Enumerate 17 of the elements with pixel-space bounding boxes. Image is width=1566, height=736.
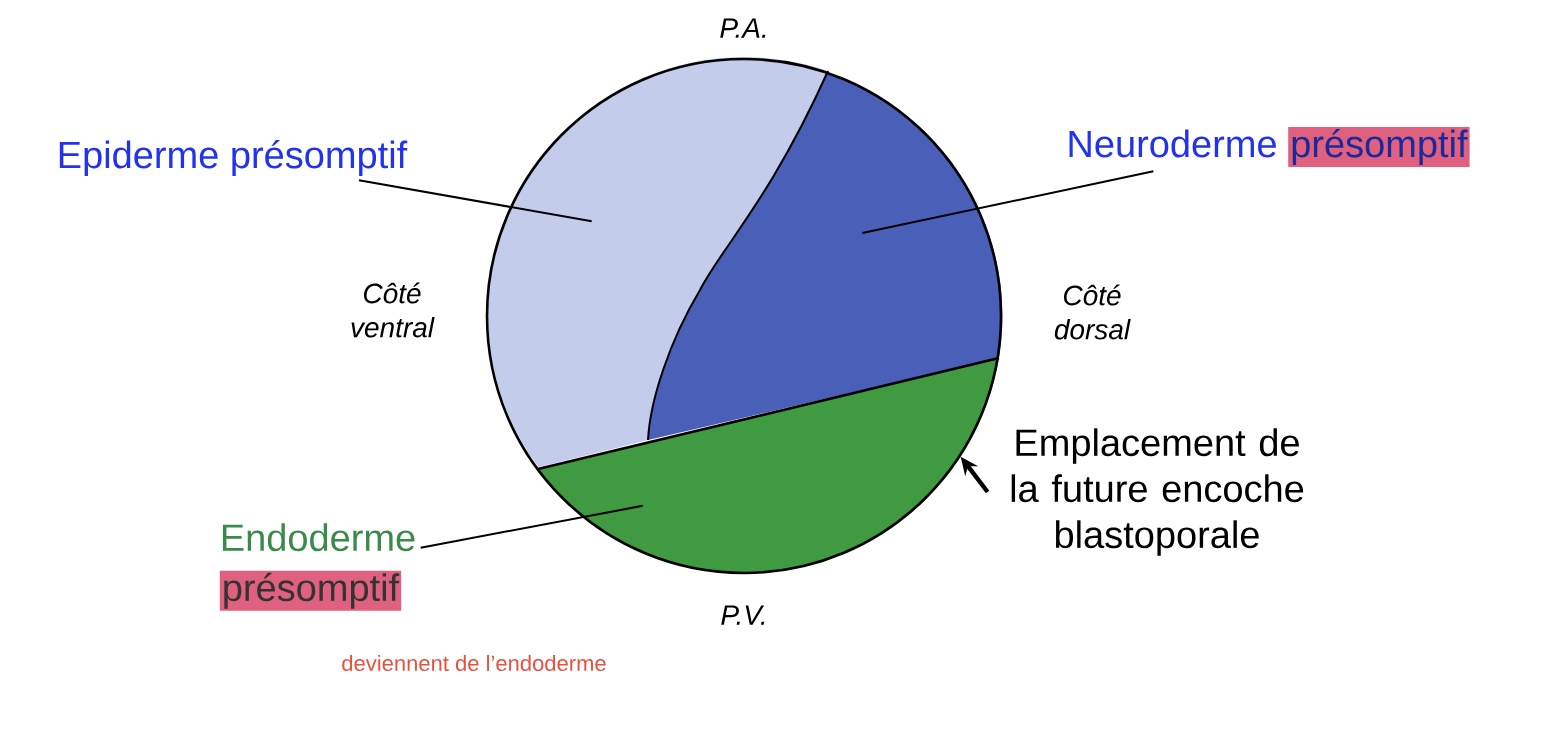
label: Endoderme bbox=[222, 523, 415, 552]
label: P.V. bbox=[721, 605, 765, 625]
region bbox=[647, 70, 1003, 441]
embryo-outline bbox=[485, 57, 1003, 575]
label: Emplacement de la future encoche blastoporale bbox=[1011, 428, 1304, 556]
label: Côté ventral bbox=[351, 282, 435, 338]
label: deviennent de l’endoderme bbox=[342, 654, 606, 672]
highlighted-label: présomptif bbox=[1288, 127, 1470, 167]
leader-line bbox=[358, 179, 593, 223]
highlighted-label: présomptif bbox=[219, 570, 402, 611]
label: Côté dorsal bbox=[1054, 284, 1131, 340]
leader-line bbox=[419, 504, 644, 549]
label: Neuroderme bbox=[1069, 129, 1276, 158]
leader-line bbox=[861, 170, 1155, 235]
label: P.A. bbox=[720, 18, 766, 38]
label: Epiderme présomptif bbox=[59, 140, 408, 176]
region bbox=[487, 57, 828, 468]
